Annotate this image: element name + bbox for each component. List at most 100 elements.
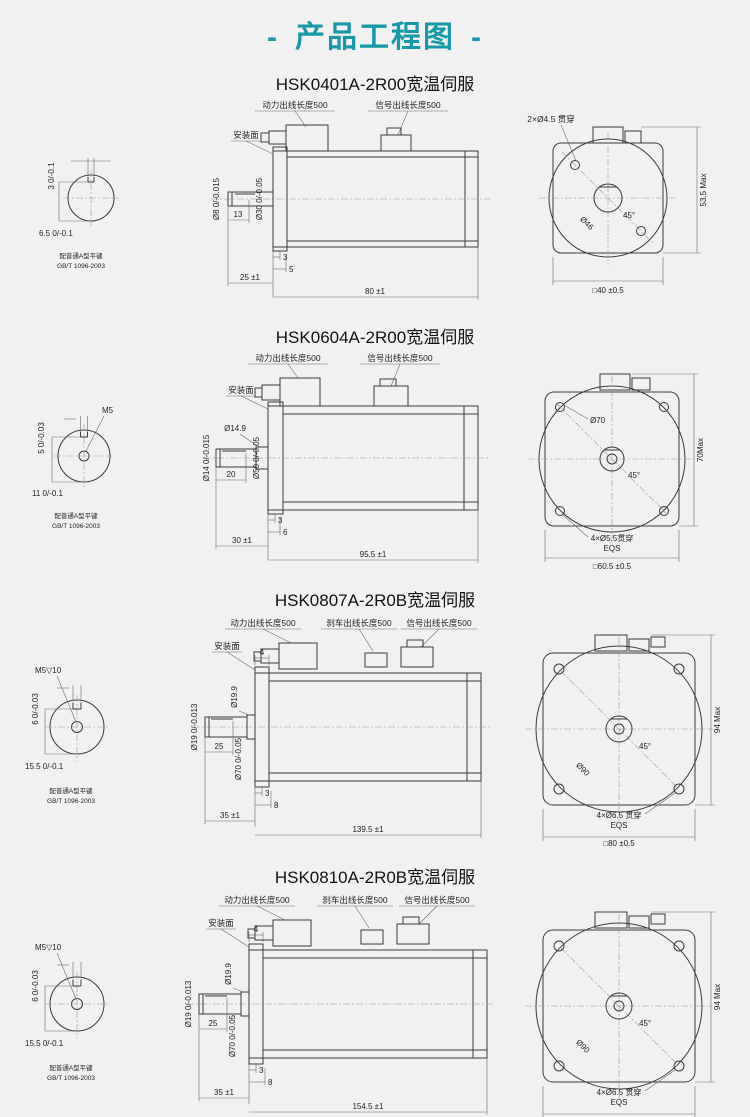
shaft-end-view: 3 0/-0.1 6.5 0/-0.1 配普通A型平键 GB/T 1096-20… [39,158,119,270]
height-max-label: 94 Max [713,707,722,733]
thread-label: M5▽10 [35,666,62,675]
shaft-end-geometry [44,972,109,1038]
shaft-dia-label: Ø19 0/-0.013 [184,980,193,1027]
bolt-circle-label: Ø46 [578,215,595,232]
dim-b: 8 [268,1078,273,1087]
height-max-label: 53.5 Max [699,174,708,207]
section-views-hsk0401: 3 0/-0.1 6.5 0/-0.1 配普通A型平键 GB/T 1096-20… [0,97,750,309]
mount-face-label: 安装面 [228,385,254,395]
pilot-dia-label: Ø70 0/-0.05 [234,737,243,780]
dim-b: 8 [274,801,279,810]
shaft-end-geometry [53,424,114,488]
key-depth-label: 15.5 0/-0.1 [25,762,64,771]
key-length-dim: 20 [226,470,235,479]
connectors [253,639,433,670]
dim-a: 3 [265,789,270,798]
dimension-lines [542,911,715,1117]
connectors [247,916,429,947]
key-depth-label: 15.5 0/-0.1 [25,1039,64,1048]
total-length-dim: 95.5 ±1 [359,550,386,559]
flange-square [524,637,713,821]
key-width-label: 6 0/-0.03 [31,970,40,1002]
mount-holes-label: 4×Ø6.5 贯穿 [596,1087,641,1097]
section-title-hsk0807: HSK0807A-2R0B宽温伺服 [274,591,476,610]
key-note-1: 配普通A型平键 [54,511,98,520]
keyway-dim-lines [51,416,88,483]
flange-dim-label: 4 [253,925,258,934]
pilot-dia-label: Ø70 0/-0.05 [228,1014,237,1057]
connector-bumps [594,911,665,929]
cable-brake-label: 刹车出线长度500 [326,618,391,628]
dim-b: 5 [289,265,294,274]
cable-power-label: 动力出线长度500 [262,100,327,110]
key-note-2: GB/T 1096-2003 [57,263,105,270]
mount-holes-label: 4×Ø5.5贯穿 [590,533,632,543]
angle-label: 45° [639,742,651,751]
shaft-dia-label: Ø14 0/-0.015 [202,434,211,481]
flange-dim [248,932,263,942]
key-note-2: GB/T 1096-2003 [52,523,100,530]
mounting-holes [554,402,669,516]
total-length-dim: 139.5 ±1 [352,825,384,834]
angle-label: 45° [628,471,640,480]
height-max-label: 94 Max [713,984,722,1010]
key-note-1: 配普通A型平键 [59,251,103,260]
dimension-lines [544,373,698,562]
thread-label: M5 [102,406,114,415]
title-dash-right: - [471,21,483,54]
step-dia-label: Ø19.9 [224,963,233,985]
dim-b: 6 [283,528,288,537]
shaft-length-dim: 30 ±1 [232,536,253,545]
shaft-length-dim: 35 ±1 [214,1088,235,1097]
key-length-dim: 25 [208,1019,217,1028]
flange-dim-label: 4 [259,648,264,657]
connector-bumps [592,126,641,144]
cable-power-label: 动力出线长度500 [255,353,320,363]
eqs-label: EQS [603,544,620,553]
mount-holes-label: 2×Ø4.5 贯穿 [527,114,574,124]
shaft-end-geometry [44,695,109,761]
mount-face-label: 安装面 [233,130,259,140]
center-shaft [605,715,632,743]
section-title-hsk0810: HSK0810A-2R0B宽温伺服 [274,868,476,887]
shaft [192,714,491,740]
shaft-length-dim: 25 ±1 [240,273,261,282]
bolt-circle-label: Ø90 [574,1038,591,1055]
flange-square [527,376,696,542]
key-note-1: 配普通A型平键 [49,786,93,795]
shaft-dia-label: Ø19 0/-0.013 [190,703,199,750]
cable-signal-label: 信号出线长度500 [406,618,471,628]
connector-bumps [594,634,665,652]
flange-square [538,133,677,265]
pilot-dia-label: Ø30 0/-0.05 [255,177,264,220]
angle-label: 45° [639,1019,651,1028]
step-dia-label: Ø19.9 [230,686,239,708]
key-note-2: GB/T 1096-2003 [47,1075,95,1082]
cable-power-label: 动力出线长度500 [230,618,295,628]
thread-label: M5▽10 [35,943,62,952]
total-length-dim: 80 ±1 [365,287,386,296]
shaft [203,446,490,470]
dim-a: 3 [278,516,283,525]
key-depth-label: 11 0/-0.1 [32,489,64,498]
title-dash-left: - [267,21,279,54]
dim-a: 3 [259,1066,264,1075]
key-length-dim: 13 [233,210,242,219]
pilot-dia-label: Ø50 0/-0.05 [252,436,261,479]
square-dim-label: □60.5 ±0.5 [592,562,631,571]
connectors [260,124,411,152]
shaft-end-view: M5▽10 6 0/-0.03 15.5 0/-0.1 配普通A型平键 GB/T… [25,943,109,1082]
section-views-hsk0604: M5 5 0/-0.03 11 0/-0.1 配普通A型平键 GB/T 1096… [0,350,750,572]
key-width-label: 6 0/-0.03 [31,693,40,725]
dim-a: 3 [283,253,288,262]
cable-signal-label: 信号出线长度500 [375,100,440,110]
cable-signal-label: 信号出线长度500 [404,895,469,905]
side-view: 动力出线长度500 信号出线长度500 [210,100,491,300]
shaft-dia-label: Ø8 0/-0.015 [212,177,221,220]
mount-face-label: 安装面 [208,918,234,928]
eqs-label: EQS [610,1098,627,1107]
cable-signal-label: 信号出线长度500 [367,353,432,363]
key-width-label: 3 0/-0.1 [47,162,56,190]
side-view: 动力出线长度500 信号出线长度500 [202,353,490,563]
